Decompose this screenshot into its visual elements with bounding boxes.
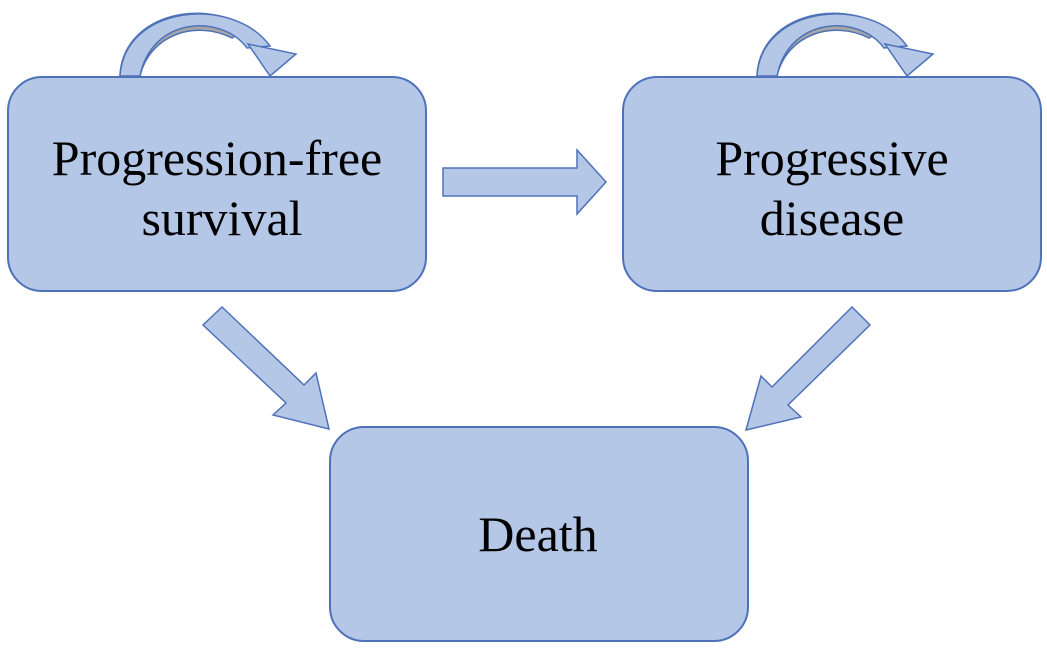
pfs-loop-arrowhead	[246, 42, 298, 78]
state-box-progressive-disease	[622, 76, 1042, 292]
label-death: Death	[478, 506, 597, 562]
pd-loop-arrowhead	[883, 42, 935, 78]
arrow-pfs-to-progressive-disease	[442, 148, 608, 216]
pd-loop-face	[756, 13, 909, 77]
pd-self-loop-arrow	[756, 12, 935, 78]
label-progression-free-line2: survival	[141, 190, 302, 246]
label-progressive-disease-line2: disease	[760, 190, 904, 246]
label-progression-free-line1: Progression-free	[52, 130, 382, 186]
pfs-loop-face	[119, 13, 272, 77]
arrow-progressive-disease-to-death	[744, 305, 872, 432]
pfs-self-loop-arrow	[119, 12, 298, 78]
label-progressive-disease-line1: Progressive	[715, 130, 948, 186]
state-box-progression-free-survival	[7, 76, 427, 292]
state-box-death	[329, 426, 749, 642]
arrow-pfs-to-death-shape	[201, 305, 331, 431]
